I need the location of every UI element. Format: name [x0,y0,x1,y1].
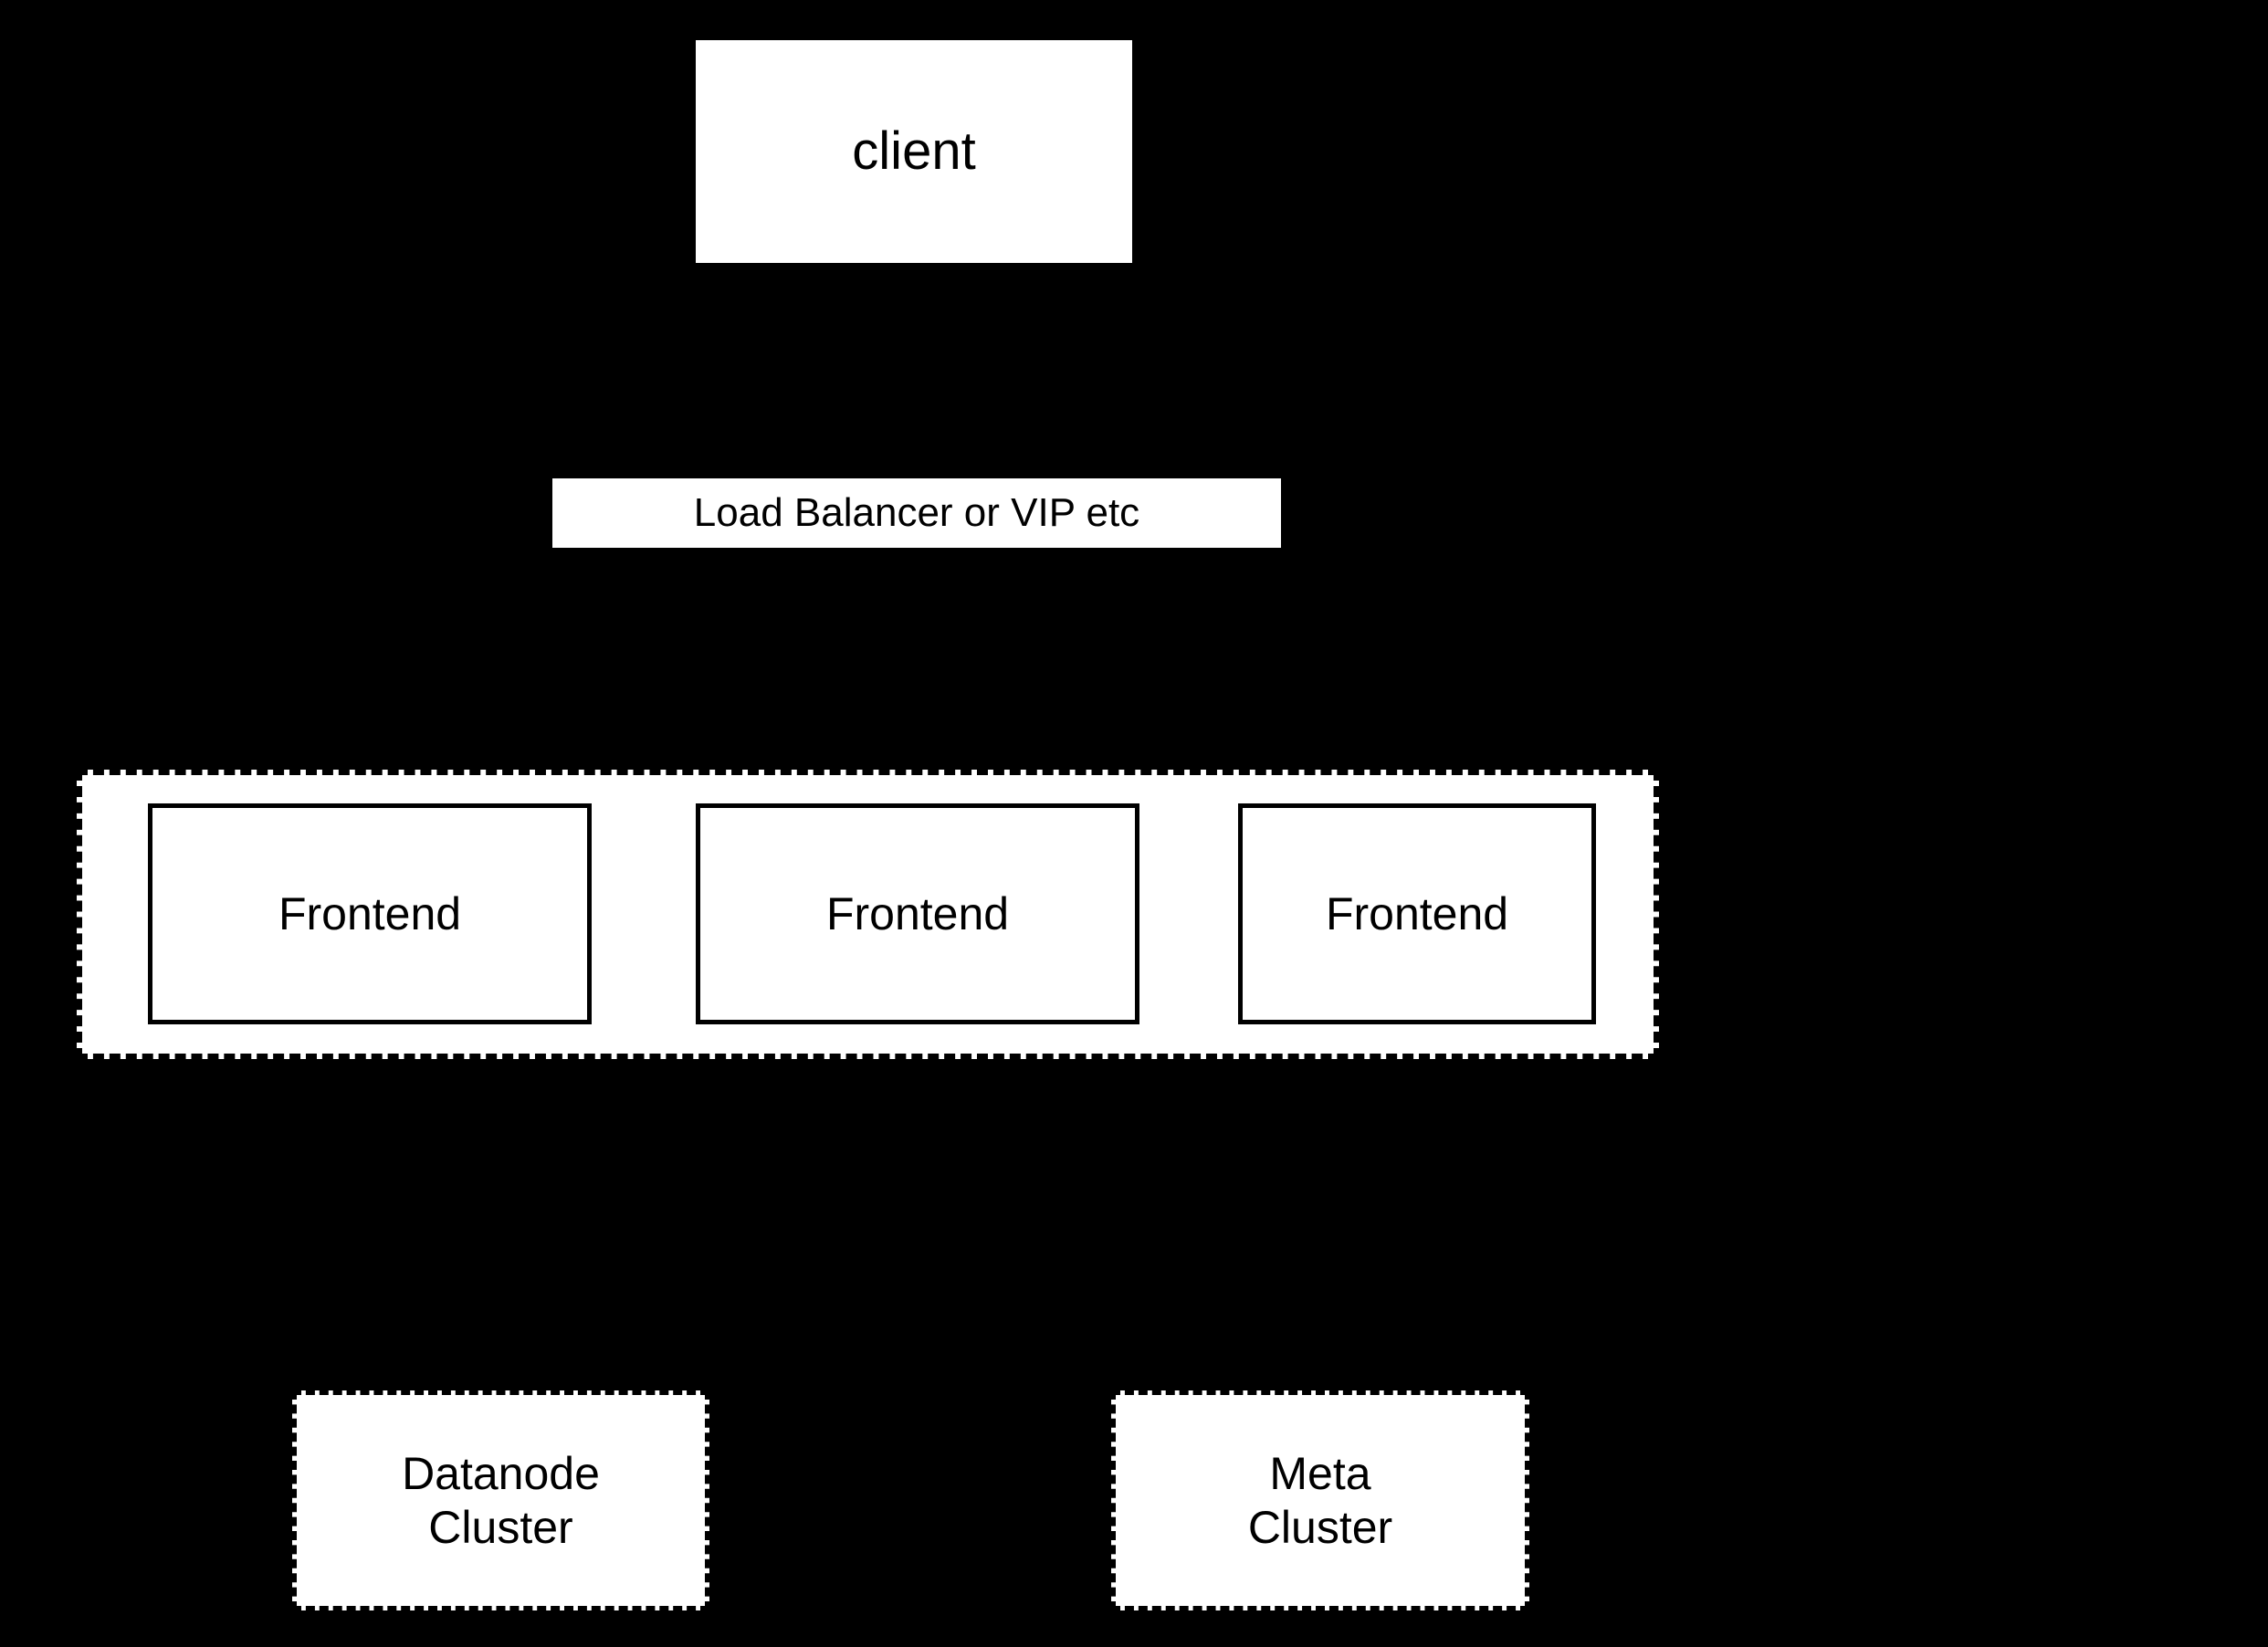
node-datanode-cluster-label: Datanode Cluster [402,1447,600,1553]
node-meta-cluster-label: Meta Cluster [1247,1447,1393,1553]
node-frontend-3[interactable]: Frontend [1238,803,1596,1024]
node-frontend-2[interactable]: Frontend [696,803,1139,1024]
node-frontend-3-label: Frontend [1325,887,1509,939]
node-client-label: client [852,121,976,181]
node-frontend-1[interactable]: Frontend [148,803,592,1024]
node-frontend-2-label: Frontend [825,887,1010,939]
node-load-balancer-label: Load Balancer or VIP etc [693,490,1140,536]
node-client[interactable]: client [696,40,1132,263]
node-datanode-cluster[interactable]: Datanode Cluster [292,1390,709,1610]
node-meta-cluster[interactable]: Meta Cluster [1111,1390,1529,1610]
node-load-balancer[interactable]: Load Balancer or VIP etc [552,478,1281,548]
node-frontend-1-label: Frontend [278,887,462,939]
